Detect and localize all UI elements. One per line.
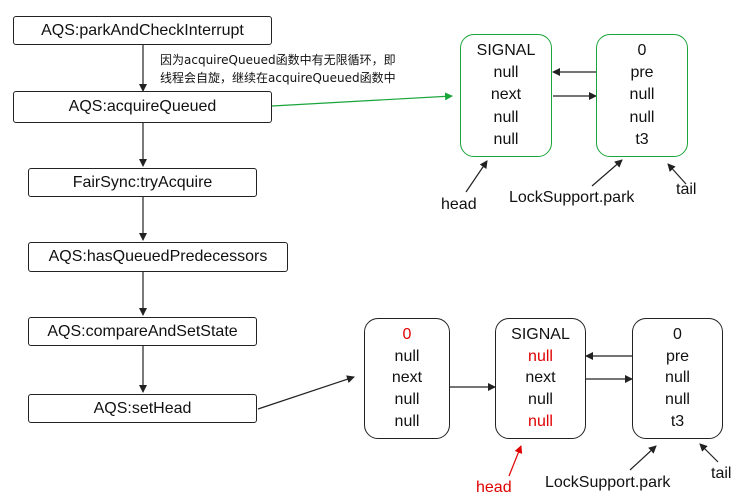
step-park-and-check-interrupt: AQS:parkAndCheckInterrupt [13, 16, 272, 45]
node-field: null [629, 86, 655, 104]
node-field: null [493, 108, 519, 126]
node-field: null [394, 347, 420, 365]
node-field: 0 [673, 325, 682, 343]
node-field: SIGNAL [511, 325, 570, 343]
bottom-queue-node-signal: SIGNAL null next null null [495, 318, 586, 439]
node-field: next [391, 369, 423, 387]
node-field: null [528, 391, 553, 409]
node-field: t3 [635, 130, 649, 148]
top-tail-pointer [667, 163, 687, 185]
bottom-park-label: LockSupport.park [545, 474, 671, 491]
node-field: null [394, 413, 420, 431]
node-field: null [665, 391, 690, 409]
node-field: null [528, 413, 553, 431]
spin-note: 因为acquireQueued函数中有无限循环，即 线程会自旋，继续在acqui… [160, 53, 396, 85]
bottom-park-pointer [629, 445, 657, 471]
node-field: 0 [637, 42, 647, 60]
step-acquire-queued: AQS:acquireQueued [13, 91, 272, 123]
green-pointer-arrow [271, 92, 453, 107]
bottom-queue-node-t3: 0 pre null null t3 [632, 318, 723, 439]
bottom-head-pointer [508, 445, 523, 477]
node-field: null [394, 391, 420, 409]
node-field: null [629, 108, 655, 126]
node-field: SIGNAL [476, 42, 536, 60]
top-queue-node-t3: 0 pre null null t3 [596, 34, 688, 157]
top-queue-node-head: SIGNAL null next null null [460, 34, 552, 157]
node-field: next [490, 86, 522, 104]
bottom-tail-pointer [699, 443, 719, 463]
top-head-pointer [465, 160, 488, 193]
step-try-acquire: FairSync:tryAcquire [28, 168, 257, 197]
top-park-pointer [591, 159, 623, 187]
step-set-head: AQS:setHead [28, 394, 257, 423]
node-field: 0 [402, 325, 412, 343]
top-tail-label: tail [676, 181, 697, 198]
bottom-queue-node-new-head: 0 null next null null [364, 318, 450, 439]
node-field: null [493, 64, 519, 82]
node-field: null [493, 130, 519, 148]
node-field: null [665, 369, 690, 387]
sethead-pointer-arrow [257, 375, 355, 410]
bottom-head-label: head [476, 479, 512, 496]
top-park-label: LockSupport.park [509, 189, 635, 206]
node-field: next [525, 369, 556, 387]
step-compare-and-set-state: AQS:compareAndSetState [28, 317, 257, 346]
bottom-tail-label: tail [711, 465, 732, 482]
node-field: null [528, 347, 553, 365]
top-head-label: head [441, 196, 477, 213]
step-has-queued-predecessors: AQS:hasQueuedPredecessors [28, 242, 288, 272]
node-field: pre [630, 64, 654, 82]
node-field: pre [665, 347, 690, 365]
node-field: t3 [670, 413, 685, 431]
